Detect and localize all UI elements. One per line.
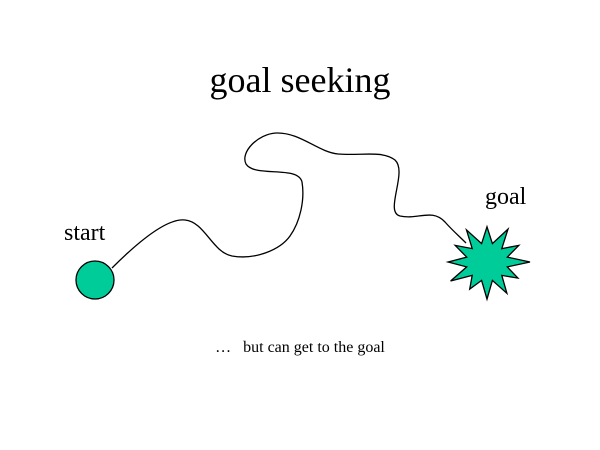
goal-starburst-icon [445,224,531,302]
goal-label: goal [485,184,527,210]
start-label: start [64,220,106,246]
start-circle-icon [75,260,115,300]
slide-title: goal seeking [209,60,391,100]
caption: … but can get to the goal [215,339,385,356]
wandering-path [111,132,467,269]
